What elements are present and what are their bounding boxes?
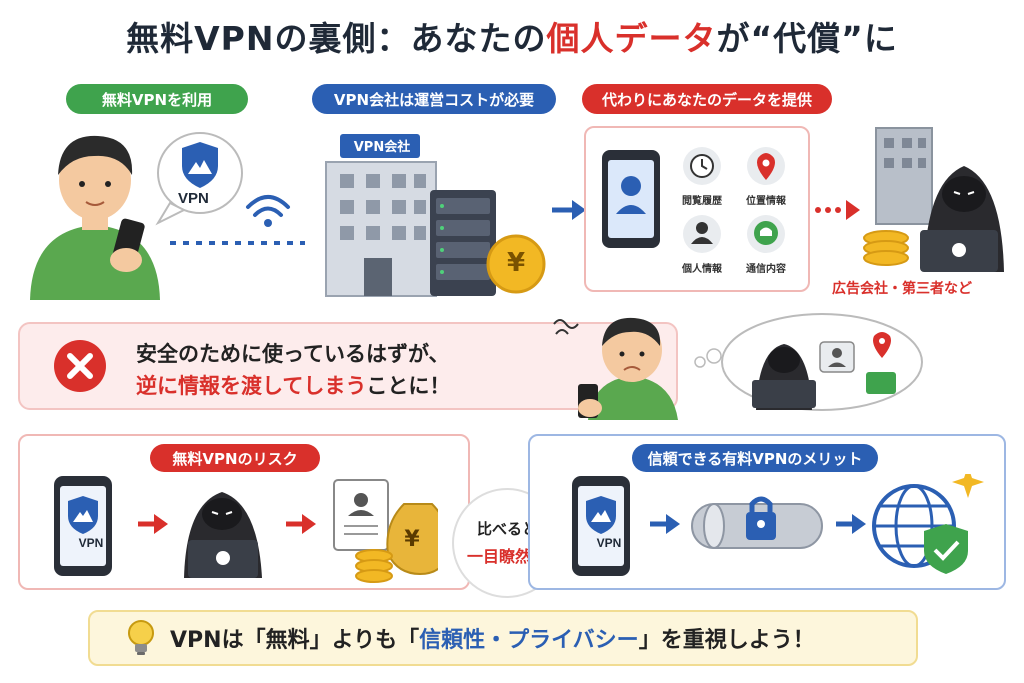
merit-flow-icons <box>572 474 984 576</box>
risk-phone-vpn-label: VPN <box>78 536 104 550</box>
hacker-thought-bubble <box>694 313 923 411</box>
step2-pill: VPN会社は運営コストが必要 <box>312 84 556 114</box>
data-label-location: 位置情報 <box>746 196 786 207</box>
third-party-label: 広告会社・第三者など <box>832 281 972 297</box>
person-with-phone-icon <box>30 135 160 300</box>
money-bag-yen: ¥ <box>404 527 420 552</box>
tip-text: VPNは「無料」よりも「信頼性・プライバシー」を重視しよう！ <box>170 622 815 654</box>
step3-pill: 代わりにあなたのデータを提供 <box>582 84 832 114</box>
merit-pill: 信頼できる有料VPNのメリット <box>632 444 878 472</box>
tip-prefix: VPNは「無料」よりも「 <box>170 628 420 653</box>
compare-line2: 一目瞭然！ <box>466 547 547 566</box>
title-prefix: 無料VPNの裏側：あなたの <box>126 19 547 58</box>
tip-suffix: 」を重視しよう！ <box>638 628 815 653</box>
tip-highlight: 信頼性・プライバシー <box>419 628 639 653</box>
data-label-personal: 個人情報 <box>682 264 722 275</box>
warning-line2: 逆に情報を渡してしまうことに！ <box>136 370 450 400</box>
tip-panel <box>88 610 918 666</box>
merit-phone-vpn-label: VPN <box>596 536 622 550</box>
warning-panel <box>18 322 678 410</box>
yen-coin-symbol: ¥ <box>506 248 526 278</box>
arrow-right-icon <box>552 200 586 220</box>
risk-flow-icons <box>54 476 438 583</box>
warning-suffix: ことに！ <box>366 374 451 398</box>
third-party-hacker-icon <box>863 127 1004 272</box>
vpn-bubble-label: VPN <box>178 190 209 207</box>
vpn-speech-bubble <box>155 132 243 226</box>
red-dotted-arrow-icon <box>815 200 860 220</box>
warning-highlight: 逆に情報を渡してしまう <box>136 374 367 398</box>
data-label-communication: 通信内容 <box>746 264 786 275</box>
compare-line1: 比べると <box>476 520 537 538</box>
data-type-icons <box>683 147 785 253</box>
risk-pill: 無料VPNのリスク <box>150 444 320 472</box>
step1-pill: 無料VPNを利用 <box>66 84 248 114</box>
wifi-connection-icon <box>170 195 305 245</box>
page-title: 無料VPNの裏側：あなたの個人データが“代償”に <box>0 12 1024 60</box>
x-mark-icon <box>54 340 106 392</box>
vpn-company-building-icon <box>325 134 546 297</box>
lightbulb-icon <box>128 620 154 655</box>
data-label-browsing: 閲覧履歴 <box>682 196 722 207</box>
title-highlight: 個人データ <box>546 19 717 58</box>
warning-line1: 安全のために使っているはずが、 <box>136 342 450 366</box>
title-suffix: が“代償”に <box>716 19 898 58</box>
company-sign: VPN会社 <box>353 140 411 155</box>
smartphone-profile-icon <box>602 150 660 248</box>
worried-person-icon <box>553 317 678 420</box>
